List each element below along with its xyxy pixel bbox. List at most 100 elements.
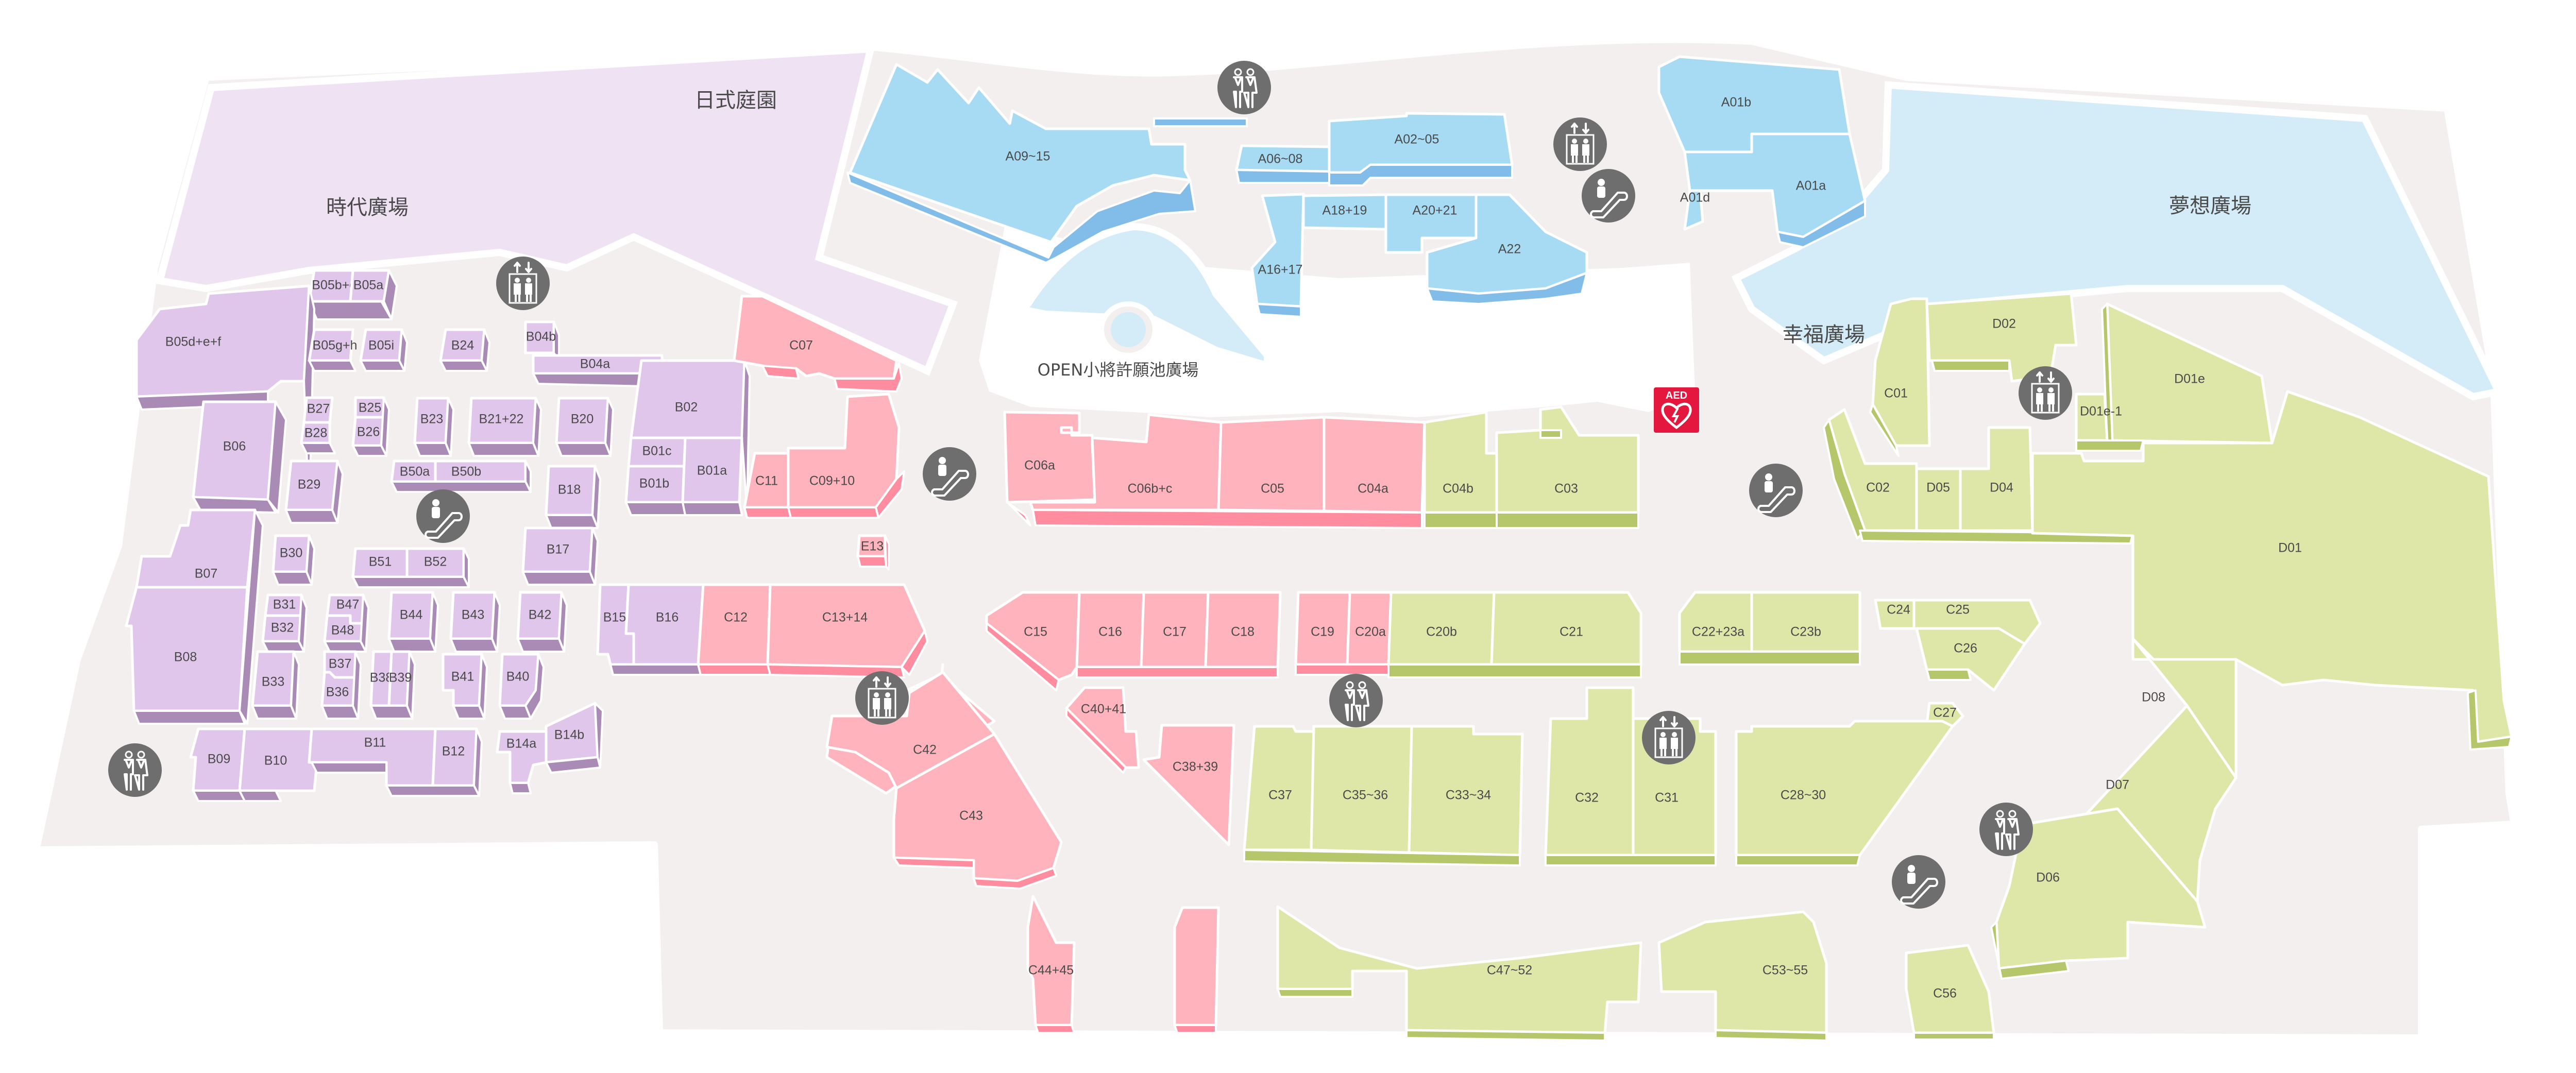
store-C53-55[interactable]: [1657, 910, 1828, 1034]
store-C17[interactable]: [1140, 591, 1210, 669]
store-C20a[interactable]: [1346, 591, 1393, 666]
store-C18[interactable]: [1204, 591, 1282, 669]
store-C20b[interactable]: [1387, 591, 1496, 666]
store-E13[interactable]: [856, 534, 887, 558]
store-B18[interactable]: [545, 465, 597, 517]
store-B24[interactable]: [439, 328, 486, 362]
aed-label: AED: [1666, 390, 1687, 401]
store-C21[interactable]: [1490, 591, 1642, 666]
store-C38-39[interactable]: [1142, 724, 1235, 846]
store-C01[interactable]: [1871, 297, 1931, 447]
store-B12[interactable]: [431, 727, 478, 787]
store-B27[interactable]: [302, 396, 334, 424]
store-C24[interactable]: [1874, 599, 1916, 630]
lightning-icon: [1671, 407, 1680, 423]
store-B42[interactable]: [516, 591, 563, 640]
aed-station[interactable]: AED: [1654, 387, 1699, 433]
store-B05b-c[interactable]: [308, 269, 354, 303]
store-B43[interactable]: [449, 591, 496, 640]
store-C35-36[interactable]: [1310, 725, 1413, 854]
elevator-icon[interactable]: [2018, 365, 2073, 421]
store-B16[interactable]: [624, 583, 705, 666]
store-B26[interactable]: [351, 416, 385, 447]
store-C33-34[interactable]: [1408, 725, 1524, 857]
store-pink-unlabeled[interactable]: [1173, 906, 1220, 1027]
store-B23[interactable]: [413, 397, 450, 445]
store-C19[interactable]: [1294, 591, 1351, 666]
store-B01a[interactable]: [681, 436, 743, 504]
store-D08[interactable]: [2131, 637, 2238, 779]
store-C22-23a[interactable]: [1678, 591, 1753, 653]
restroom-icon[interactable]: [1328, 673, 1384, 728]
store-D05[interactable]: [1915, 467, 1962, 532]
store-B05i[interactable]: [359, 328, 403, 362]
store-B01c[interactable]: [627, 436, 687, 468]
store-C04b[interactable]: [1423, 411, 1498, 514]
elevator-icon[interactable]: [1641, 710, 1697, 765]
escalator-icon[interactable]: [922, 446, 977, 502]
label-dream-plaza: 夢想廣場: [2169, 194, 2251, 218]
store-B10[interactable]: [238, 727, 318, 792]
zone-a: A09~15 A06~08 A02~05 A18+19 A20+21 A16+1…: [846, 55, 1867, 318]
store-B44[interactable]: [387, 591, 434, 640]
store-B17[interactable]: [521, 526, 594, 573]
store-A01d[interactable]: [1683, 189, 1704, 231]
store-B02[interactable]: [630, 359, 746, 439]
escalator-icon[interactable]: [1891, 854, 1946, 910]
store-C37[interactable]: [1243, 725, 1315, 851]
restroom-icon[interactable]: [1216, 60, 1272, 115]
restroom-icon[interactable]: [107, 742, 163, 798]
wishing-pool[interactable]: [1011, 223, 1271, 371]
elevator-icon[interactable]: [854, 670, 910, 726]
label-era-plaza: 時代廣場: [326, 196, 409, 219]
store-C47-52[interactable]: [1276, 905, 1642, 1034]
store-C12[interactable]: [697, 583, 772, 666]
store-C04a[interactable]: [1323, 416, 1426, 514]
store-B31[interactable]: [264, 593, 303, 617]
store-B51[interactable]: [351, 547, 409, 578]
store-C23b[interactable]: [1750, 591, 1861, 653]
escalator-icon[interactable]: [415, 488, 471, 544]
plaza-era-japanese-garden[interactable]: [155, 45, 958, 376]
store-B33[interactable]: [251, 650, 295, 707]
elevator-icon[interactable]: [1552, 116, 1608, 172]
store-B04b[interactable]: [524, 320, 555, 354]
store-B25[interactable]: [354, 396, 385, 419]
store-B52[interactable]: [405, 547, 465, 578]
pool-fountain-center: [1111, 312, 1146, 347]
store-B21-22[interactable]: [467, 397, 537, 445]
store-A06-08[interactable]: [1235, 144, 1331, 173]
store-A09-15[interactable]: [849, 63, 1192, 244]
store-B20[interactable]: [555, 397, 609, 445]
store-C13-14[interactable]: [766, 583, 926, 669]
store-A02-05[interactable]: [1328, 112, 1514, 174]
store-A18-19[interactable]: [1302, 193, 1387, 231]
label-happiness-plaza: 幸福廣場: [1783, 323, 1865, 347]
store-B30[interactable]: [272, 534, 311, 573]
store-B32[interactable]: [261, 614, 303, 643]
escalator-icon[interactable]: [1748, 463, 1804, 518]
store-B01b[interactable]: [624, 465, 687, 504]
store-B06[interactable]: [192, 400, 277, 501]
store-B50a[interactable]: [390, 459, 437, 483]
label-wishing-pool-plaza: OPEN小將許願池廣場: [1038, 360, 1199, 380]
store-B29[interactable]: [284, 459, 339, 512]
label-japanese-garden: 日式庭園: [694, 89, 777, 112]
escalator-icon[interactable]: [1581, 168, 1636, 224]
store-B09[interactable]: [189, 727, 246, 792]
elevator-icon[interactable]: [495, 256, 551, 311]
restroom-icon[interactable]: [1978, 802, 2034, 857]
store-C16[interactable]: [1075, 591, 1145, 669]
store-B05g-h[interactable]: [308, 328, 354, 362]
store-B05d-e-f[interactable]: [135, 284, 311, 398]
store-C06a[interactable]: [1003, 411, 1096, 504]
store-C05[interactable]: [1217, 416, 1326, 513]
store-B36[interactable]: [320, 671, 356, 707]
store-B08[interactable]: [125, 586, 249, 712]
store-B05a[interactable]: [349, 269, 391, 303]
store-C07[interactable]: [733, 295, 898, 380]
store-D01e-1[interactable]: [2075, 393, 2109, 442]
store-B50b[interactable]: [434, 459, 527, 483]
store-B28[interactable]: [300, 421, 331, 445]
